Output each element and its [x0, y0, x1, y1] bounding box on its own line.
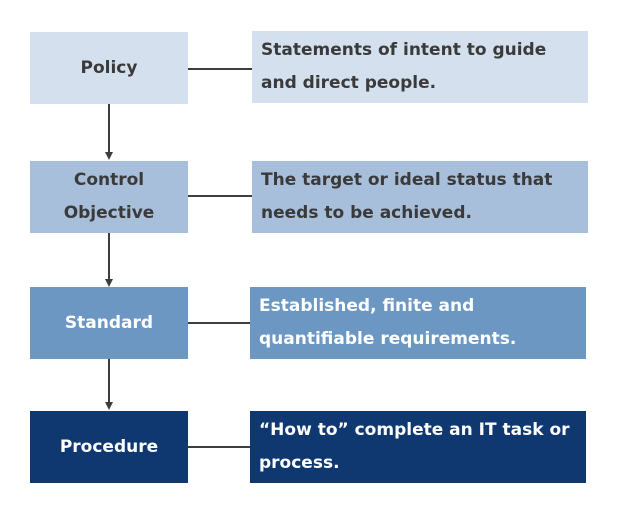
procedure-description-box: “How to” complete an IT task or process.	[250, 411, 586, 483]
policy-box: Policy	[30, 32, 188, 104]
control-objective-label: Control Objective	[63, 170, 155, 223]
procedure-description: “How to” complete an IT task or process.	[259, 420, 570, 473]
control-objective-description-box: The target or ideal status that needs to…	[252, 161, 588, 233]
policy-description-box: Statements of intent to guide and direct…	[252, 31, 588, 103]
standard-description-box: Established, finite and quantifiable req…	[250, 287, 586, 359]
control-objective-box: Control Objective	[30, 161, 188, 233]
policy-label: Policy	[80, 57, 138, 78]
standard-label: Standard	[64, 312, 154, 333]
procedure-box: Procedure	[30, 411, 188, 483]
procedure-label: Procedure	[59, 436, 159, 457]
standard-box: Standard	[30, 287, 188, 359]
policy-description: Statements of intent to guide and direct…	[261, 40, 547, 93]
control-objective-description: The target or ideal status that needs to…	[261, 170, 553, 223]
standard-description: Established, finite and quantifiable req…	[259, 296, 517, 349]
